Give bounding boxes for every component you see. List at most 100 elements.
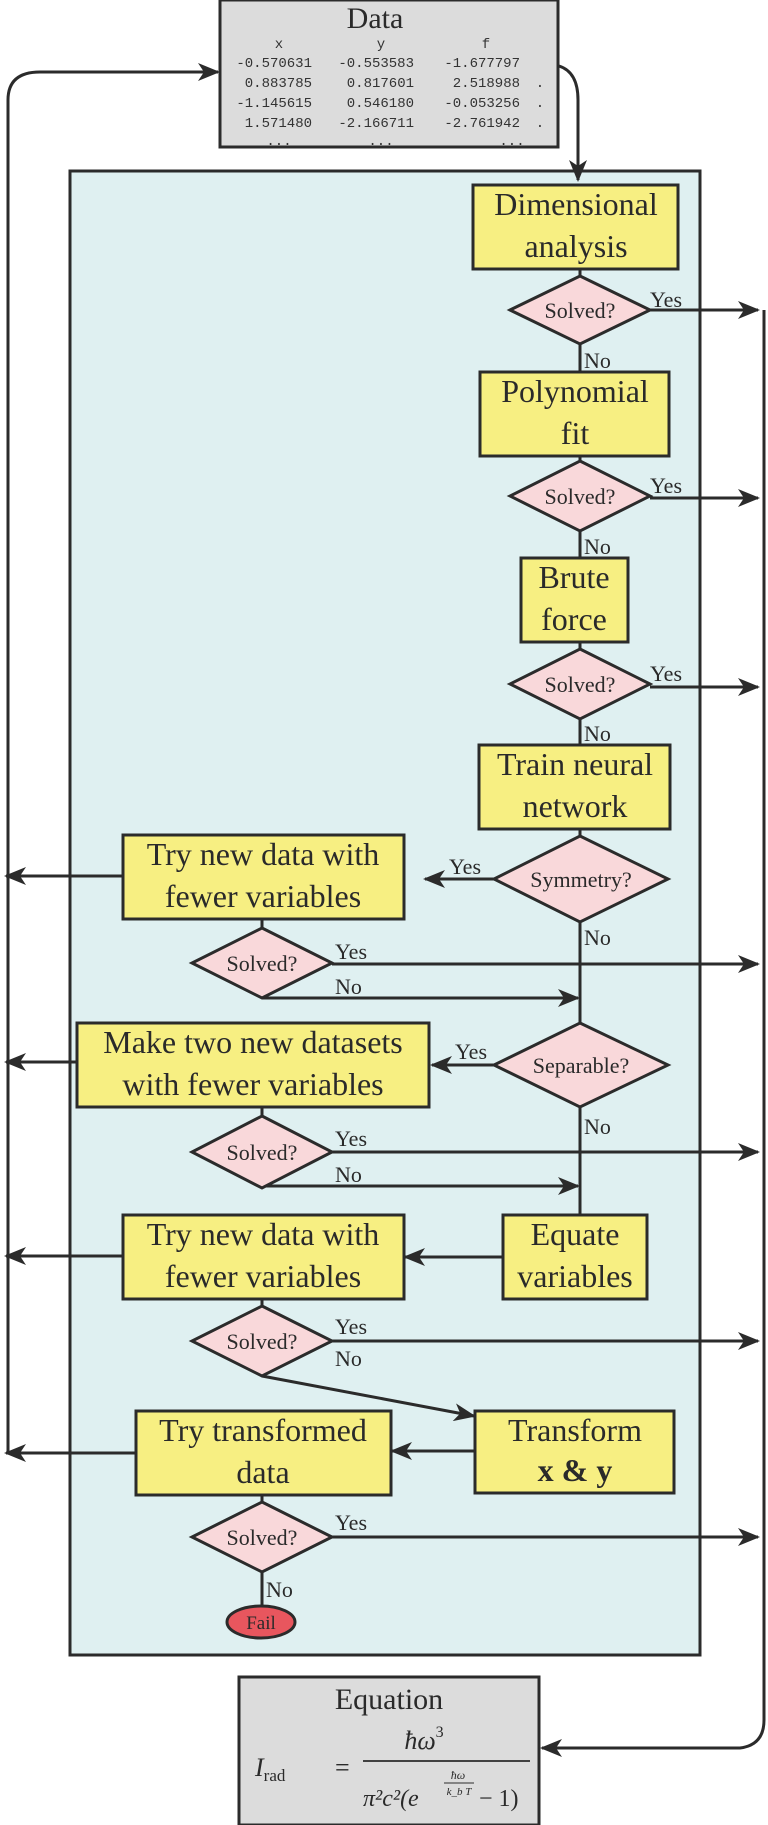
arrow-loop-to-data xyxy=(6,63,220,1453)
data-cell: . xyxy=(536,116,544,132)
step-boxes: Dimensional analysis Polynomial fit Brut… xyxy=(75,183,680,1497)
step-try-new-data-fewer-variables-2: Try new data with fewer variables xyxy=(121,1213,406,1301)
data-cell: -1.677797 xyxy=(444,56,520,72)
data-header-f: f xyxy=(482,37,490,53)
data-cell: 0.546180 xyxy=(347,96,414,112)
equation-equals: = xyxy=(335,1753,350,1782)
data-cell: . xyxy=(536,96,544,112)
fail-terminal: Fail xyxy=(225,1604,297,1640)
branch-labels: Yes No Yes No Yes No Yes No Yes No Yes N… xyxy=(266,287,682,1602)
decision-label: Solved? xyxy=(545,672,616,697)
step-label: data xyxy=(236,1454,289,1490)
step-label: fit xyxy=(561,415,590,451)
data-header-x: x xyxy=(275,37,283,53)
no-label: No xyxy=(335,974,362,999)
step-brute-force: Brute force xyxy=(519,556,630,644)
no-label: No xyxy=(584,925,611,950)
data-cell: . xyxy=(536,76,544,92)
decision-solved: Solved? xyxy=(188,1500,336,1574)
step-equate-variables: Equate variables xyxy=(501,1213,649,1301)
step-label: Dimensional xyxy=(494,186,658,222)
yes-label: Yes xyxy=(335,1510,367,1535)
yes-label: Yes xyxy=(335,1314,367,1339)
step-try-new-data-fewer-variables: Try new data with fewer variables xyxy=(121,833,406,921)
decision-label: Solved? xyxy=(227,951,298,976)
data-cell: -1.145615 xyxy=(236,96,312,112)
step-label: x & y xyxy=(538,1452,613,1488)
decision-solved: Solved? xyxy=(506,274,654,346)
no-label: No xyxy=(584,1114,611,1139)
equation-lhs: Irad xyxy=(254,1753,286,1785)
step-label: Equate xyxy=(531,1216,620,1252)
data-header-y: y xyxy=(377,37,385,53)
step-make-two-new-datasets: Make two new datasets with fewer variabl… xyxy=(75,1021,431,1109)
decision-label: Solved? xyxy=(227,1329,298,1354)
no-label: No xyxy=(335,1346,362,1371)
decision-solved: Solved? xyxy=(188,1304,336,1378)
data-cell: ... xyxy=(368,134,393,150)
decision-label: Symmetry? xyxy=(530,867,631,892)
data-cell: -2.166711 xyxy=(338,116,414,132)
decision-label: Solved? xyxy=(227,1525,298,1550)
no-label: No xyxy=(584,721,611,746)
decision-separable: Separable? xyxy=(490,1021,672,1109)
yes-label: Yes xyxy=(650,473,682,498)
equation-denominator-end: − 1) xyxy=(479,1786,519,1812)
step-label: analysis xyxy=(524,228,627,264)
equation-title: Equation xyxy=(335,1683,443,1716)
exponent-denominator: k_b T xyxy=(447,1786,473,1798)
step-try-transformed-data: Try transformed data xyxy=(134,1409,393,1497)
arrow-to-equation xyxy=(540,310,766,1757)
data-cell: 2.518988 xyxy=(453,76,520,92)
step-label: Transform xyxy=(508,1412,642,1448)
step-label: Try new data with xyxy=(147,1216,380,1252)
yes-label: Yes xyxy=(650,661,682,686)
arrow-no-to-transform xyxy=(261,1374,476,1422)
no-label: No xyxy=(584,534,611,559)
data-title: Data xyxy=(347,2,404,35)
decision-label: Solved? xyxy=(545,484,616,509)
decision-solved: Solved? xyxy=(188,926,336,1000)
no-label: No xyxy=(584,348,611,373)
yes-label: Yes xyxy=(455,1039,487,1064)
step-label: Make two new datasets xyxy=(103,1024,402,1060)
no-label: No xyxy=(335,1162,362,1187)
decision-solved: Solved? xyxy=(506,647,654,721)
equation-numerator: ħω3 xyxy=(404,1724,443,1755)
decisions: Solved? Solved? Solved? Symmetry? Solved… xyxy=(188,274,672,1574)
data-cell: -0.053256 xyxy=(444,96,520,112)
decision-label: Separable? xyxy=(533,1053,630,1078)
step-train-neural-network: Train neural network xyxy=(477,743,672,831)
data-cell: -2.761942 xyxy=(444,116,520,132)
step-label: Try new data with xyxy=(147,836,380,872)
yes-label: Yes xyxy=(449,854,481,879)
step-label: with fewer variables xyxy=(122,1066,383,1102)
data-cell: -0.553583 xyxy=(338,56,414,72)
step-label: Train neural xyxy=(497,746,653,782)
step-label: Try transformed xyxy=(159,1412,367,1448)
step-label: fewer variables xyxy=(165,878,361,914)
data-cell: 1.571480 xyxy=(245,116,312,132)
decision-solved: Solved? xyxy=(188,1114,336,1190)
decision-label: Solved? xyxy=(227,1140,298,1165)
equation-box: Equation Irad = ħω3 π²c²(e ħω k_b T − 1) xyxy=(237,1675,541,1825)
yes-label: Yes xyxy=(335,1126,367,1151)
decision-solved: Solved? xyxy=(506,459,654,533)
yes-label: Yes xyxy=(335,939,367,964)
step-label: network xyxy=(523,788,628,824)
decision-symmetry: Symmetry? xyxy=(490,834,672,924)
data-cell: -0.570631 xyxy=(236,56,312,72)
step-dimensional-analysis: Dimensional analysis xyxy=(471,183,680,271)
data-box: Data x y f -0.570631 -0.553583 -1.677797… xyxy=(218,0,560,150)
decision-label: Solved? xyxy=(545,298,616,323)
no-label: No xyxy=(266,1577,293,1602)
data-cell: ... xyxy=(499,134,524,150)
data-cell: ... xyxy=(266,134,291,150)
data-cell: 0.817601 xyxy=(347,76,414,92)
fail-label: Fail xyxy=(246,1613,276,1634)
arrow-data-to-dimensional xyxy=(558,64,587,182)
exponent-numerator: ħω xyxy=(451,1768,465,1782)
data-cell: 0.883785 xyxy=(245,76,312,92)
yes-label: Yes xyxy=(650,287,682,312)
